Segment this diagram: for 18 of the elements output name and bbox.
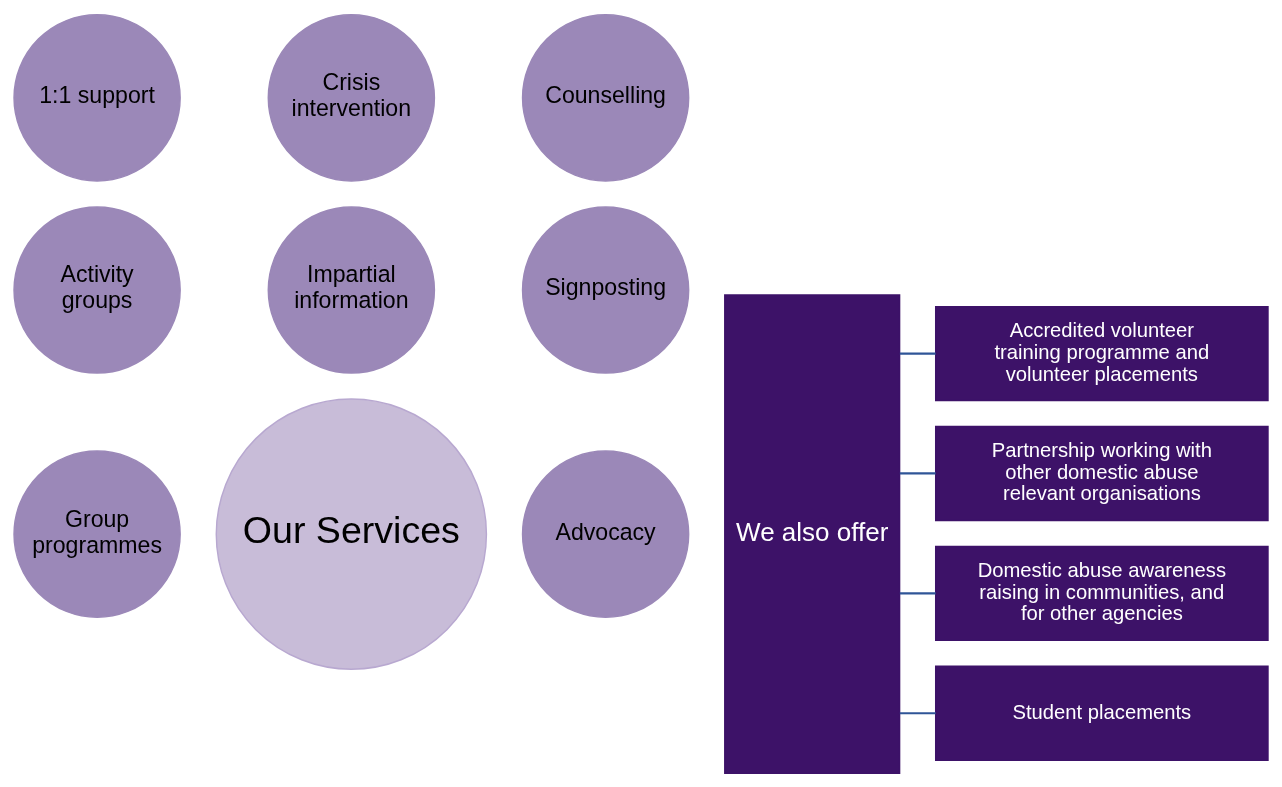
connector: [899, 591, 936, 594]
node-circle: Counselling: [521, 13, 690, 182]
connector: [899, 351, 936, 355]
connector: [899, 471, 936, 475]
node-circle: Crisis intervention: [267, 13, 436, 182]
node-box: Accredited volunteer training programme and volunteer placements: [935, 305, 1269, 401]
node-box: Domestic abuse awareness raising in communities, and for other agencies: [935, 545, 1269, 641]
node-circle: Signposting: [521, 205, 690, 374]
node-box: We also offer: [724, 293, 901, 774]
node-circle: Advocacy: [521, 449, 690, 618]
node-circle: Group programmes: [13, 449, 181, 618]
node-circle: Our Services: [215, 397, 488, 670]
node-circle: Impartial information: [267, 205, 436, 374]
node-circle: Activity groups: [13, 205, 181, 374]
connector: [899, 711, 936, 714]
node-box: Partnership working with other domestic abuse relevant organisations: [935, 425, 1269, 521]
node-circle: 1:1 support: [13, 13, 181, 182]
node-box: Student placements: [935, 665, 1269, 761]
